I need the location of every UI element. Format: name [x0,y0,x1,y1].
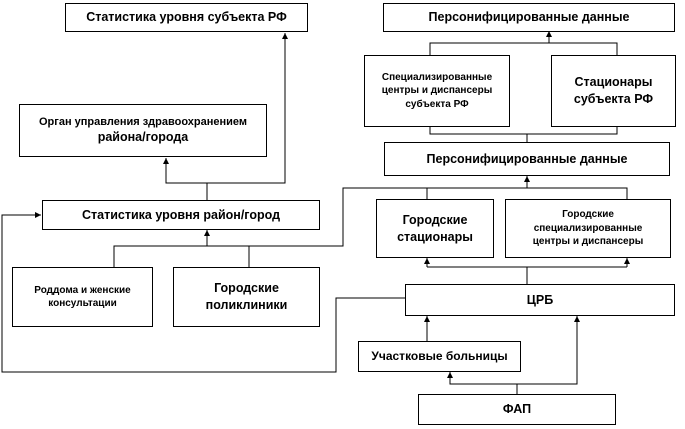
crb-label: ЦРБ [526,292,554,307]
stac-rf-label-line2: субъекта РФ [573,92,654,106]
gor-spec-label-line3: центры и диспансеры [532,236,644,248]
spec-rf-box: Специализированные центры и диспансеры с… [364,55,510,127]
stac-rf-label-line1: Стационары [574,75,653,90]
connector-poliklinik-to-stat-rayon [204,230,250,267]
stat-rf-label: Статистика уровня субъекта РФ [86,10,287,25]
stat-rayon-label: Статистика уровня район/город [81,207,281,222]
gor-stac-label-line1: Городские [402,212,468,227]
pers-top-box: Персонифицированные данные [383,3,675,32]
fap-box: ФАП [418,394,616,425]
uchastk-label: Участковые больницы [371,349,508,364]
poliklinik-label-line2: поликлиники [205,298,288,312]
uchastk-box: Участковые больницы [358,341,521,372]
stac-rf-box: Стационары субъекта РФ [551,55,676,127]
spec-rf-label-line3: субъекта РФ [405,98,469,110]
connector-gor-stac-branch [426,187,628,199]
connector-pers-mid-branch [429,126,618,135]
crb-box: ЦРБ [405,284,675,316]
gor-stac-label-line2: стационары [397,229,473,244]
stat-rf-box: Статистика уровня субъекта РФ [65,3,308,32]
gor-spec-label-line1: Городские [562,209,614,221]
connector-spec-rf-branch [429,42,618,55]
spec-rf-label-line1: Специализированные [381,71,493,83]
pers-top-label: Персонифицированные данные [428,10,630,25]
gor-spec-label-line2: специализированные [533,222,643,234]
organ-label-line2: района/города [97,130,189,145]
poliklinik-label-line1: Городские [214,281,279,296]
connector-crb-to-stat-rayon [1,212,405,373]
organ-label-line1: Орган управления здравоохранением [38,115,248,128]
connector-roddoma-branch [113,245,249,267]
connector-fap-to-uchastk [447,372,518,394]
stat-rayon-box: Статистика уровня район/город [42,200,320,230]
pers-mid-box: Персонифицированные данные [384,142,670,176]
gor-spec-box: Городские специализированные центры и ди… [505,199,671,258]
poliklinik-box: Городские поликлиники [173,267,320,327]
pers-mid-label: Персонифицированные данные [426,151,628,166]
organ-box: Орган управления здравоохранением района… [19,104,267,157]
roddoma-label-line1: Роддома и женские [34,284,131,296]
gor-stac-box: Городские стационары [376,199,494,258]
spec-rf-label-line2: центры и диспансеры [381,85,493,97]
connector-fap-to-crb [517,316,580,385]
connector-stat-rayon-to-organ [163,158,207,184]
roddoma-label-line2: консультации [48,298,117,309]
fap-label: ФАП [502,402,532,417]
roddoma-box: Роддома и женские консультации [12,267,153,327]
connector-stat-rayon-to-stat-rf [206,33,288,200]
